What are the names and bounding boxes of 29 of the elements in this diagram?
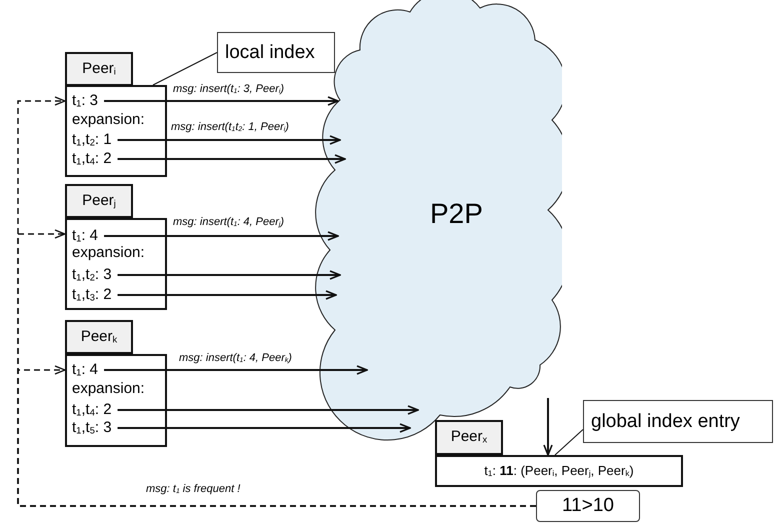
arrow <box>104 231 339 241</box>
arrow <box>118 154 346 164</box>
arrow <box>543 398 553 456</box>
edge-label: msg: insert(t$_{1}$: 3, Peer$_{i}$) <box>172 83 286 96</box>
edge-label: msg: t$_{1}$ is frequent ! <box>145 483 242 496</box>
arrow <box>118 405 419 415</box>
callout-box: global index entry <box>583 400 773 443</box>
edge-label: msg: insert(t$_{1}$t$_{2}$: 1, Peer$_{i}$) <box>170 121 290 134</box>
callout-box: local index <box>217 32 335 73</box>
arrow <box>118 135 341 145</box>
leader-line <box>152 52 218 86</box>
leader-line <box>554 429 584 456</box>
section-heading: expansion: <box>72 380 145 398</box>
section-heading: expansion: <box>72 244 145 262</box>
arrow <box>118 290 337 300</box>
arrow <box>104 96 339 106</box>
arrow <box>118 423 411 433</box>
index-table <box>65 218 167 310</box>
edge-label: msg: insert(t$_{1}$: 4, Peer$_{j}$) <box>172 216 286 229</box>
arrow <box>17 365 536 507</box>
index-table <box>65 354 167 447</box>
edge-label: msg: insert(t$_{1}$: 4, Peer$_{k}$) <box>178 352 293 365</box>
cloud-label: P2P <box>430 198 483 230</box>
arrow <box>104 365 368 375</box>
index-table <box>65 85 167 177</box>
arrow <box>118 270 341 280</box>
condition-box: 11>10 <box>536 490 640 522</box>
index-entry-box: t$_{1}$: 11: (Peer$_{i}$, Peer$_{j}$, Peer$_{k}$) <box>435 455 683 487</box>
section-heading: expansion: <box>72 111 145 129</box>
